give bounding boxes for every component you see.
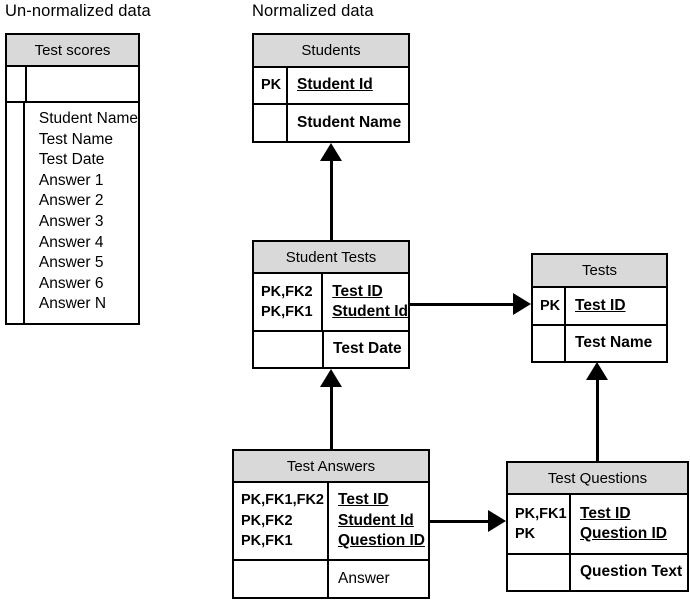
field-test-id: Test ID [332, 282, 383, 300]
entity-students-key-column: PK [254, 68, 288, 103]
entity-test-answers-title: Test Answers [234, 451, 428, 483]
field-answer-n: Answer N [38, 295, 107, 313]
entity-student-tests-attributes: Test Date [324, 332, 408, 367]
entity-test-answers-key-section: PK,FK1,FK2 PK,FK2 PK,FK1 Test ID Student… [234, 483, 428, 561]
entity-students-key-fields: Student Id [288, 68, 408, 103]
entity-students[interactable]: Students PK Student Id Student Name [252, 33, 410, 143]
entity-tests-key-fields: Test ID [566, 288, 666, 324]
field-test-name: Test Name [575, 334, 653, 352]
entity-test-scores-key-fields [27, 67, 138, 101]
connector-student-tests-to-tests-line [410, 303, 515, 306]
field-answer-3: Answer 3 [38, 212, 104, 230]
field-question-id: Question ID [580, 525, 667, 542]
entity-students-title: Students [254, 35, 408, 68]
entity-tests-attribute-section: Test Name [533, 326, 666, 361]
field-student-name: Student Name [297, 113, 402, 131]
entity-student-tests-key-fields: Test ID Student Id [323, 274, 408, 330]
entity-students-attr-key-column [254, 105, 288, 141]
entity-test-answers-attr-key-column [234, 561, 329, 597]
entity-student-tests-key-section: PK,FK2 PK,FK1 Test ID Student Id [254, 274, 408, 332]
entity-test-answers-attribute-section: Answer [234, 561, 428, 597]
entity-student-tests-key-column: PK,FK2 PK,FK1 [254, 274, 324, 330]
entity-test-scores-attribute-section: Student Name Test Name Test Date Answer … [7, 103, 138, 323]
connector-student-tests-to-students-arrow-icon [320, 143, 342, 161]
key-pk-fk2: PK,FK2 [261, 283, 313, 300]
unnormalized-section-title: Un-normalized data [5, 2, 151, 20]
entity-test-questions-key-column: PK,FK1 PK [508, 495, 571, 553]
field-test-id: Test ID [580, 504, 631, 522]
connector-student-tests-to-students-line [330, 160, 333, 240]
field-answer-1: Answer 1 [38, 171, 104, 189]
connector-test-answers-to-test-questions-line [430, 520, 490, 523]
entity-tests-title: Tests [533, 255, 666, 288]
entity-test-questions-title: Test Questions [508, 463, 687, 495]
connector-test-answers-to-student-tests-line [330, 386, 333, 449]
entity-test-answers-attributes: Answer [329, 561, 428, 597]
field-test-date: Test Date [333, 340, 402, 358]
entity-test-questions-attribute-section: Question Text [508, 555, 687, 590]
entity-test-answers-key-fields: Test ID Student Id Question ID [329, 483, 428, 559]
field-student-name: Student Name [38, 110, 138, 127]
entity-test-scores-key-section [7, 67, 138, 103]
entity-student-tests-title: Student Tests [254, 242, 408, 274]
entity-student-tests-attribute-section: Test Date [254, 332, 408, 367]
field-test-name: Test Name [38, 130, 113, 148]
entity-student-tests-attr-key-column [254, 332, 324, 367]
field-question-text: Question Text [580, 563, 683, 581]
entity-test-answers-key-column: PK,FK1,FK2 PK,FK2 PK,FK1 [234, 483, 329, 559]
entity-test-scores-attr-key-column [7, 103, 25, 323]
field-question-id: Question ID [338, 532, 425, 550]
entity-tests-attr-key-column [533, 326, 566, 361]
entity-test-questions-key-fields: Test ID Question ID [571, 495, 687, 553]
key-pk-fk1-fk2: PK,FK1,FK2 [241, 492, 324, 509]
field-student-id: Student Id [332, 303, 408, 320]
entity-test-scores-attribute-list: Student Name Test Name Test Date Answer … [25, 103, 138, 323]
entity-test-questions-key-section: PK,FK1 PK Test ID Question ID [508, 495, 687, 555]
key-pk-fk1: PK,FK1 [261, 304, 313, 320]
field-answer: Answer [338, 569, 390, 587]
entity-test-answers[interactable]: Test Answers PK,FK1,FK2 PK,FK2 PK,FK1 Te… [232, 449, 430, 599]
entity-tests-key-section: PK Test ID [533, 288, 666, 326]
entity-test-questions-attr-key-column [508, 555, 571, 590]
key-pk-fk1: PK,FK1 [515, 505, 567, 522]
entity-students-key-section: PK Student Id [254, 68, 408, 105]
field-student-id: Student Id [338, 511, 414, 529]
entity-test-questions-attributes: Question Text [571, 555, 687, 590]
key-pk: PK [515, 526, 536, 542]
entity-test-scores-key-column [7, 67, 27, 101]
entity-student-tests[interactable]: Student Tests PK,FK2 PK,FK1 Test ID Stud… [252, 240, 410, 369]
key-pk: PK [540, 297, 561, 314]
key-pk-fk2: PK,FK2 [241, 512, 293, 529]
field-answer-2: Answer 2 [38, 192, 104, 210]
field-test-id: Test ID [575, 296, 626, 314]
connector-test-questions-to-tests-arrow-icon [586, 362, 608, 380]
key-pk: PK [261, 77, 282, 94]
entity-test-scores-title: Test scores [7, 35, 138, 67]
field-student-id: Student Id [297, 76, 373, 94]
connector-test-answers-to-student-tests-arrow-icon [320, 369, 342, 387]
entity-test-scores[interactable]: Test scores Student Name Test Name Test … [5, 33, 140, 325]
entity-tests-key-column: PK [533, 288, 566, 324]
field-answer-6: Answer 6 [38, 274, 104, 292]
field-answer-5: Answer 5 [38, 254, 104, 272]
entity-tests-attributes: Test Name [566, 326, 666, 361]
field-answer-4: Answer 4 [38, 233, 104, 251]
field-test-id: Test ID [338, 491, 389, 509]
normalized-section-title: Normalized data [252, 2, 374, 20]
entity-students-attributes: Student Name [288, 105, 408, 141]
entity-test-questions[interactable]: Test Questions PK,FK1 PK Test ID Questio… [506, 461, 689, 592]
entity-students-attribute-section: Student Name [254, 105, 408, 141]
connector-student-tests-to-tests-arrow-icon [513, 293, 531, 315]
connector-test-questions-to-tests-line [596, 379, 599, 461]
key-pk-fk1: PK,FK1 [241, 533, 293, 550]
field-test-date: Test Date [38, 151, 105, 169]
entity-tests[interactable]: Tests PK Test ID Test Name [531, 253, 668, 363]
connector-test-answers-to-test-questions-arrow-icon [488, 510, 506, 532]
